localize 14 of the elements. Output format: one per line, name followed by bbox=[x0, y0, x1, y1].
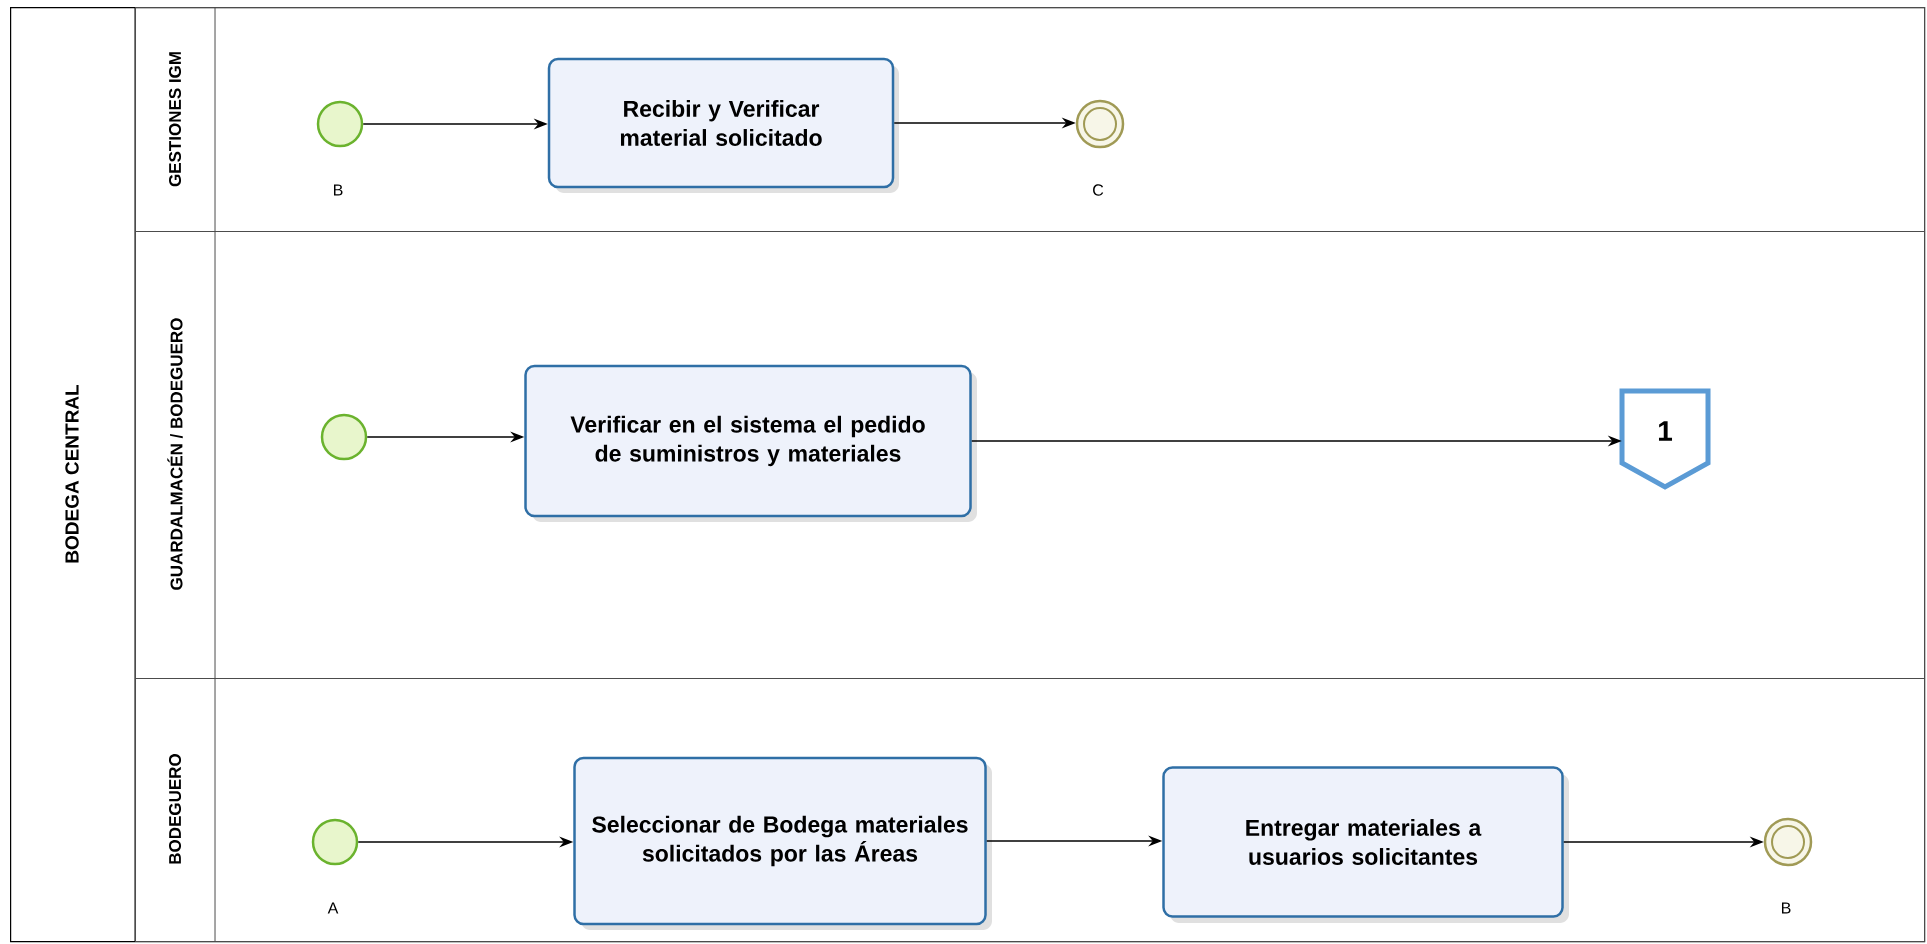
task-box: Recibir y Verificar material solicitado bbox=[547, 57, 899, 193]
task-box: Entregar materiales a usuarios solicitantes bbox=[1162, 766, 1569, 923]
event-label: C bbox=[1093, 184, 1104, 196]
start-event bbox=[316, 100, 364, 148]
off-page-connector: 1 bbox=[1619, 388, 1711, 490]
end-event bbox=[1763, 817, 1813, 867]
event-label: B bbox=[1782, 902, 1791, 914]
task-box: Seleccionar de Bodega materiales solicitados por las Áreas bbox=[573, 756, 992, 930]
start-event bbox=[311, 818, 359, 866]
event-label: A bbox=[327, 902, 339, 914]
event-label: B bbox=[334, 184, 343, 196]
start-event bbox=[320, 413, 368, 461]
task-box: Verificar en el sistema el pedido de suministros y materiales bbox=[524, 364, 977, 522]
end-event bbox=[1075, 99, 1125, 149]
